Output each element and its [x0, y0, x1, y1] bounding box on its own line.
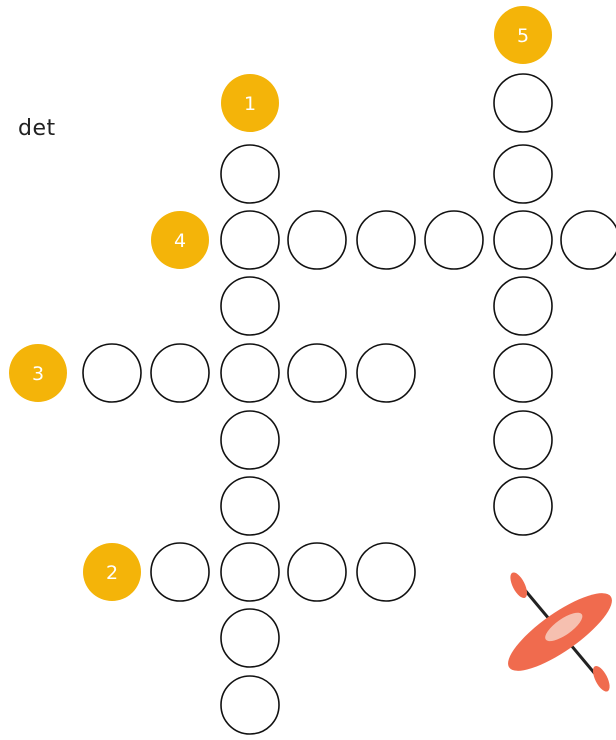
grid-cell[interactable] — [560, 210, 616, 270]
grid-cell[interactable] — [220, 675, 280, 735]
grid-cell[interactable] — [220, 276, 280, 336]
clue-badge-2: 2 — [83, 543, 141, 601]
grid-cell[interactable] — [220, 343, 280, 403]
grid-cell[interactable] — [356, 343, 416, 403]
clue-badge-1: 1 — [221, 74, 279, 132]
clipped-text-fragment: det — [18, 116, 56, 141]
grid-cell[interactable] — [220, 542, 280, 602]
grid-cell[interactable] — [493, 144, 553, 204]
clue-number-label: 1 — [244, 93, 256, 115]
grid-cell[interactable] — [220, 608, 280, 668]
grid-cell[interactable] — [220, 144, 280, 204]
grid-cell[interactable] — [220, 410, 280, 470]
paddle-blade-bottom — [592, 666, 610, 692]
grid-cell[interactable] — [150, 343, 210, 403]
clue-badge-circle — [151, 211, 209, 269]
clue-badge-5: 5 — [494, 6, 552, 64]
clue-badge-circle — [9, 344, 67, 402]
clue-badges: 1 2 3 4 5 — [9, 6, 552, 601]
paddle-blade-top — [510, 572, 528, 598]
grid-cell[interactable] — [493, 210, 553, 270]
clue-number-label: 5 — [517, 25, 529, 47]
grid-cell[interactable] — [424, 210, 484, 270]
grid-cell[interactable] — [356, 542, 416, 602]
grid-cell[interactable] — [82, 343, 142, 403]
clue-number-label: 3 — [32, 363, 44, 385]
kayak-icon — [508, 572, 612, 692]
grid-cell[interactable] — [493, 276, 553, 336]
grid-cell[interactable] — [287, 343, 347, 403]
grid-cell[interactable] — [356, 210, 416, 270]
clue-number-label: 2 — [106, 562, 118, 584]
grid-cell[interactable] — [287, 542, 347, 602]
grid-cell[interactable] — [220, 210, 280, 270]
clue-badge-circle — [494, 6, 552, 64]
grid-cell[interactable] — [150, 542, 210, 602]
grid-cells — [82, 73, 616, 735]
grid-cell[interactable] — [493, 410, 553, 470]
grid-cell[interactable] — [493, 343, 553, 403]
clue-badge-3: 3 — [9, 344, 67, 402]
grid-cell[interactable] — [493, 73, 553, 133]
clue-badge-circle — [83, 543, 141, 601]
clue-number-label: 4 — [174, 230, 186, 252]
grid-cell[interactable] — [287, 210, 347, 270]
grid-cell[interactable] — [493, 476, 553, 536]
kayak-cockpit — [545, 612, 583, 642]
grid-cell[interactable] — [220, 476, 280, 536]
clue-badge-circle — [221, 74, 279, 132]
clue-badge-4: 4 — [151, 211, 209, 269]
